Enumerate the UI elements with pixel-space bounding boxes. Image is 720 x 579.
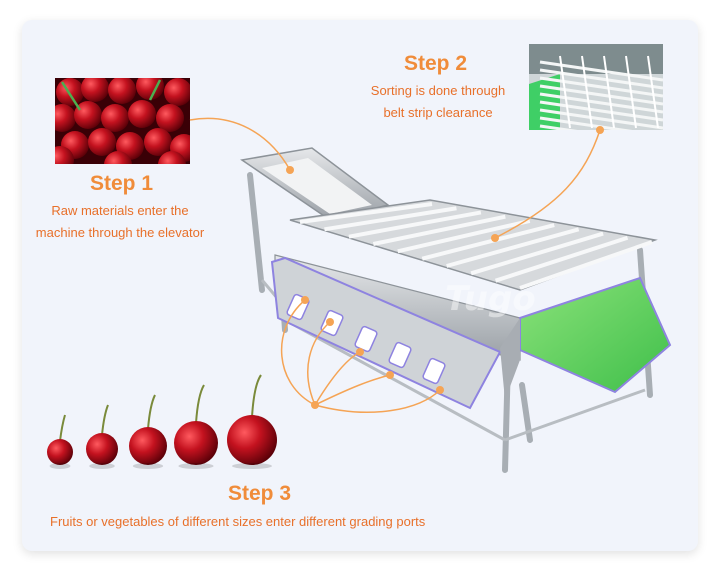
cherry-size-1: [47, 439, 73, 465]
step1-description: Raw materials enter the machine through …: [20, 200, 220, 244]
cherry-pile-item: [136, 78, 164, 100]
sorting-roller: [519, 240, 653, 290]
sorting-roller: [446, 227, 580, 268]
sorting-roller: [299, 202, 433, 224]
cherry-stem: [251, 374, 262, 418]
belt-rail: [603, 55, 615, 129]
cherry-shadow: [49, 463, 71, 469]
grading-machine: Tugo: [240, 147, 672, 473]
step2-line1: Sorting is done through: [370, 83, 506, 98]
leader-dots: [286, 126, 604, 409]
belt-rail: [625, 55, 637, 129]
cherry-pile-item: [128, 100, 156, 128]
cherry-pile-item: [55, 104, 76, 132]
belt-rail: [647, 55, 659, 129]
belt-strip: [539, 124, 578, 130]
belt-strip: [539, 84, 663, 106]
cherry-pile-item: [74, 101, 102, 129]
cherry-stem: [101, 404, 109, 436]
cherry-size-3: [129, 427, 167, 465]
cherry-size-5: [227, 415, 277, 465]
cherry-stem: [60, 81, 82, 111]
cherries-photo: [55, 78, 190, 164]
cherry-shadow: [132, 463, 164, 469]
cherry-pile-item: [104, 151, 132, 164]
cherry-pile-item: [156, 104, 184, 132]
belt-strip: [539, 68, 663, 90]
step3-description: Fruits or vegetables of different sizes …: [50, 514, 426, 529]
step2-title: Step 2: [404, 52, 468, 75]
cherry-pile-item: [164, 78, 190, 106]
cherry-shadow: [178, 463, 214, 469]
sorting-roller: [372, 214, 506, 246]
cherry-stem: [59, 414, 66, 442]
cherry-pile-item: [56, 78, 84, 106]
step2-description: Sorting is done through belt strip clear…: [352, 80, 524, 124]
cherry-pile-item: [88, 128, 116, 156]
cherry-size-2: [86, 433, 118, 465]
belt-strip: [539, 92, 663, 114]
cherry-size-4: [174, 421, 218, 465]
cherry-stem: [195, 384, 205, 424]
sorting-roller: [397, 218, 531, 254]
step2-line2: belt strip clearance: [383, 105, 493, 120]
grading-port: [422, 357, 446, 385]
cherry-pile-item: [108, 78, 136, 104]
cherry-size-row: [47, 374, 277, 469]
cherry-shadow: [89, 463, 115, 469]
watermark-logo: Tugo: [445, 279, 536, 319]
belt-strip: [539, 108, 663, 130]
step1-title: Step 1: [90, 172, 154, 195]
cherry-pile-item: [55, 146, 74, 164]
cherry-pile-item: [158, 151, 186, 164]
cherry-pile-item: [144, 128, 172, 156]
cherry-pile-item: [81, 78, 109, 102]
belt-rail: [559, 55, 571, 129]
belt-rail: [581, 55, 593, 129]
leader-lines: [189, 117, 601, 413]
sorting-roller: [324, 206, 457, 232]
cherry-stem: [148, 79, 162, 101]
step3-title: Step 3: [228, 482, 292, 505]
grading-port: [388, 341, 412, 369]
sorting-roller: [470, 231, 604, 276]
cherry-stem: [147, 394, 156, 430]
sorting-roller: [494, 235, 629, 283]
cherry-pile-item: [101, 104, 129, 132]
step1-line2: machine through the elevator: [35, 225, 205, 240]
belt-strip: [539, 100, 663, 122]
cherry-shadow: [232, 463, 272, 469]
belt-strip: [539, 76, 663, 98]
sorting-roller: [348, 210, 482, 239]
step1-line1: Raw materials enter the: [51, 203, 189, 218]
sorting-roller: [421, 223, 555, 261]
belt-strip-photo: [529, 44, 663, 130]
